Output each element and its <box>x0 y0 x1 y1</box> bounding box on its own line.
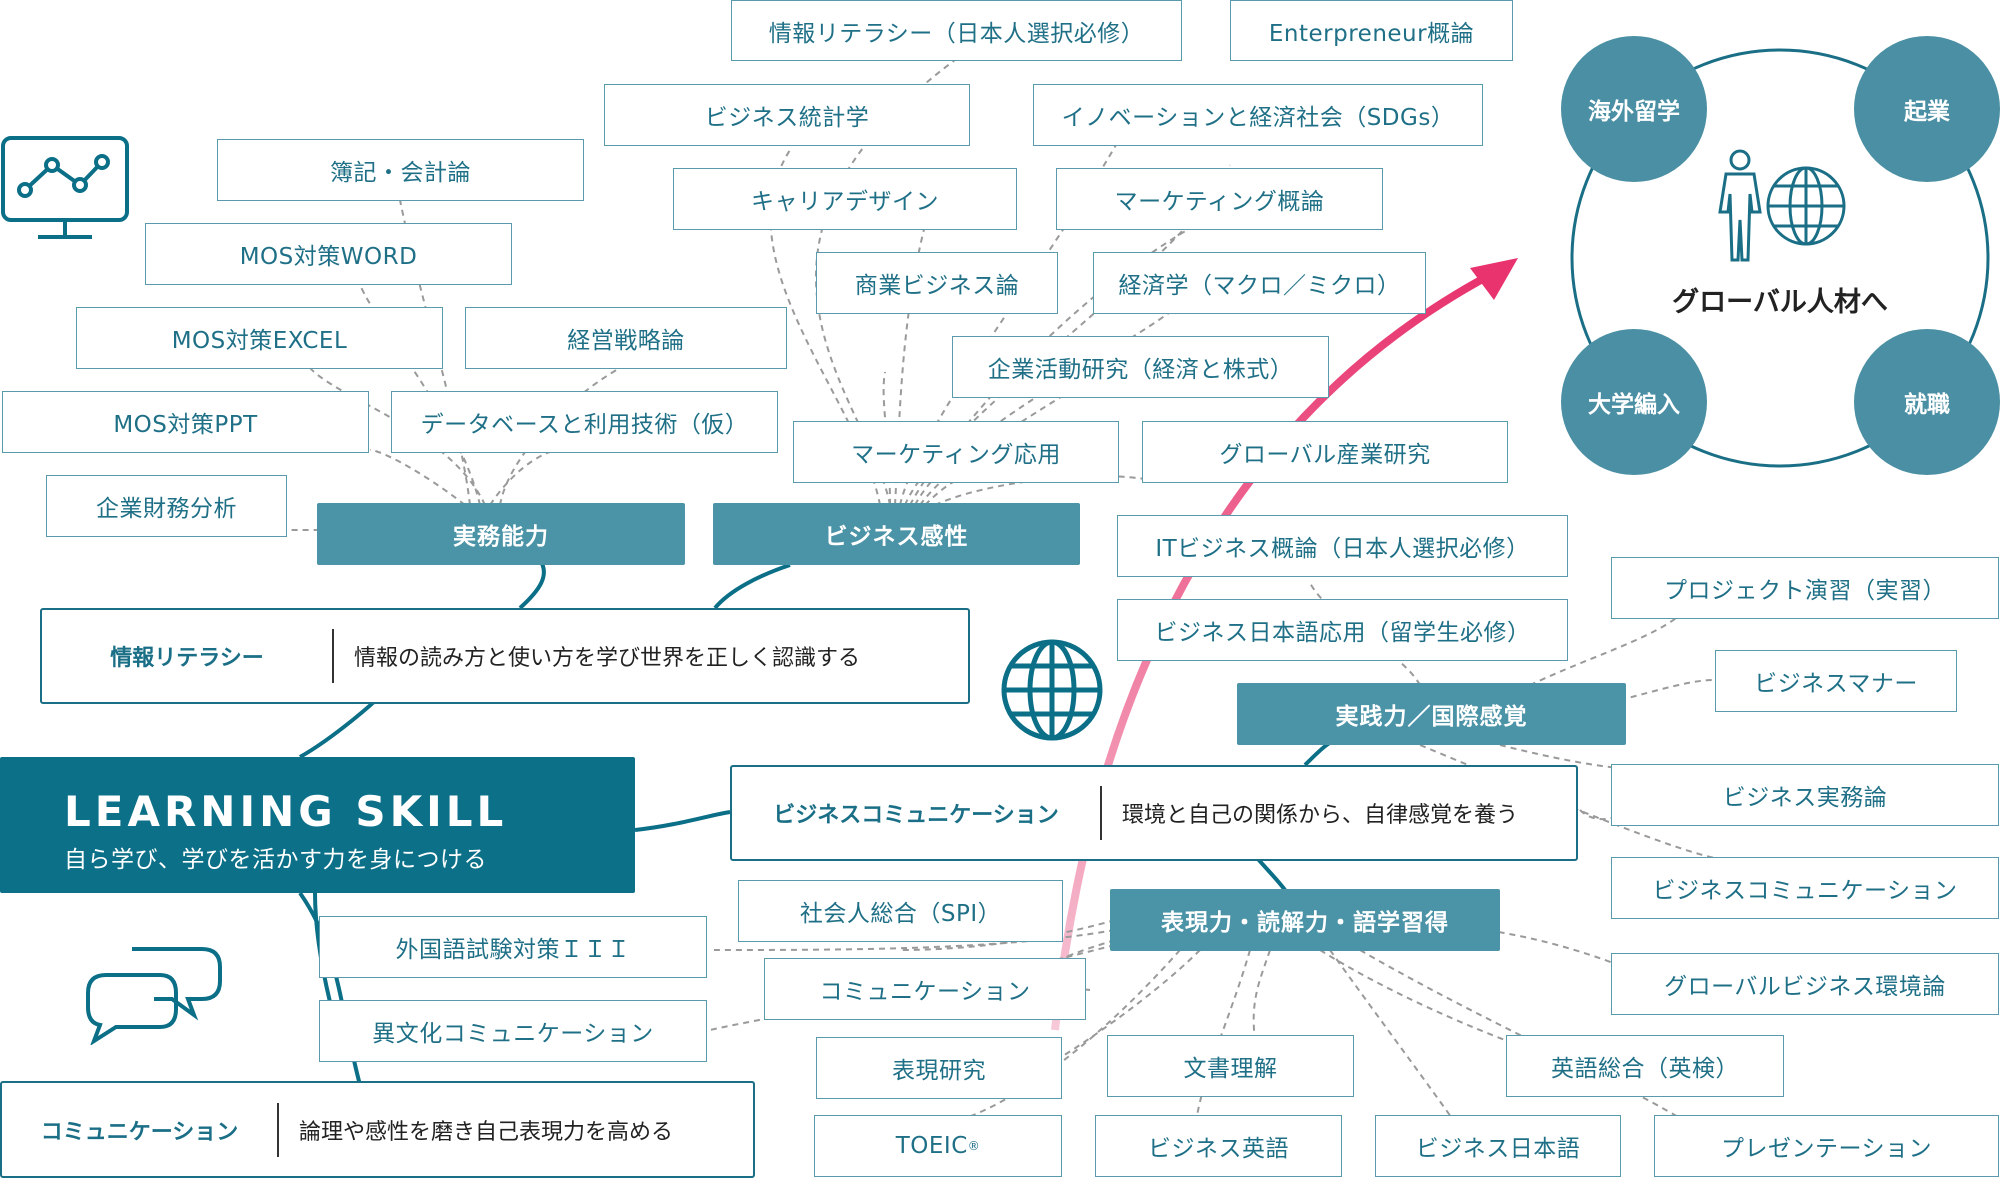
toeic-label: TOEIC <box>895 1133 968 1159</box>
monitor-chart-icon <box>0 135 130 245</box>
speech-bubbles-icon <box>84 945 224 1046</box>
main-subtitle: 自ら学び、学びを活かす力を身につける <box>64 847 487 873</box>
hub-hyogen-dokkai: 表現力・読解力・語学習得 <box>1110 889 1500 951</box>
course-bunsho-rikai: 文書理解 <box>1107 1035 1354 1097</box>
course-global-sangyo: グローバル産業研究 <box>1142 421 1508 483</box>
course-ibunka-communication: 異文化コミュニケーション <box>319 1000 707 1062</box>
course-keiei-senryaku: 経営戦略論 <box>465 307 787 369</box>
course-business-nihongo-oyo: ビジネス日本語応用（留学生必修） <box>1117 599 1568 661</box>
course-business-jitsumu: ビジネス実務論 <box>1611 764 1999 826</box>
course-marketing-gairon: マーケティング概論 <box>1056 168 1383 230</box>
person-globe-icon <box>1712 148 1848 264</box>
course-business-toukei: ビジネス統計学 <box>604 84 970 146</box>
course-shakaijin-sogo: 社会人総合（SPI） <box>738 880 1063 942</box>
course-presentation: プレゼンテーション <box>1654 1115 1999 1177</box>
course-shogyo-business: 商業ビジネス論 <box>816 252 1058 314</box>
globe-icon <box>1000 638 1104 742</box>
course-keizaigaku: 経済学（マクロ／ミクロ） <box>1093 252 1426 314</box>
category-description: 論理や感性を磨き自己表現力を高める <box>299 1119 674 1145</box>
category-divider <box>277 1102 279 1157</box>
course-gaikokugo-shiken: 外国語試験対策ＩＩＩ <box>319 916 707 978</box>
course-joho-literacy: 情報リテラシー（日本人選択必修） <box>731 0 1182 61</box>
category-communication: コミュニケーション 論理や感性を磨き自己表現力を高める <box>0 1081 755 1178</box>
category-title: ビジネスコミュニケーション <box>773 803 1059 828</box>
course-career-design: キャリアデザイン <box>673 168 1017 230</box>
category-divider <box>1100 786 1102 840</box>
course-business-communication: ビジネスコミュニケーション <box>1611 857 1999 919</box>
category-joho-literacy: 情報リテラシー 情報の読み方と使い方を学び世界を正しく認識する <box>40 608 970 704</box>
category-divider <box>332 629 334 683</box>
course-kigyo-zaimu: 企業財務分析 <box>46 475 287 537</box>
course-kigyo-katsudo: 企業活動研究（経済と株式） <box>952 336 1329 398</box>
outcome-kaigai-ryugaku: 海外留学 <box>1561 36 1707 182</box>
goal-title: グローバル人材へ <box>1672 287 1888 318</box>
category-description: 情報の読み方と使い方を学び世界を正しく認識する <box>354 646 861 671</box>
learning-skill-banner: LEARNING SKILL 自ら学び、学びを活かす力を身につける <box>0 757 635 893</box>
course-innovation: イノベーションと経済社会（SDGs） <box>1033 84 1483 146</box>
outcome-daigaku-hennyu: 大学編入 <box>1561 329 1707 475</box>
course-it-business: ITビジネス概論（日本人選択必修） <box>1117 515 1568 577</box>
category-business-communication: ビジネスコミュニケーション 環境と自己の関係から、自律感覚を養う <box>730 765 1578 861</box>
main-title: LEARNING SKILL <box>64 787 508 836</box>
category-title: コミュニケーション <box>40 1119 239 1145</box>
outcome-shushoku: 就職 <box>1854 329 2000 475</box>
category-title: 情報リテラシー <box>110 646 264 671</box>
course-database: データベースと利用技術（仮） <box>391 391 778 453</box>
hub-jitsumu-noryoku: 実務能力 <box>317 503 685 565</box>
hub-jissen-kokusai: 実践力／国際感覚 <box>1237 683 1626 745</box>
category-description: 環境と自己の関係から、自律感覚を養う <box>1122 803 1519 828</box>
course-entrepreneur: Enterpreneur概論 <box>1230 0 1513 61</box>
course-mos-excel: MOS対策EXCEL <box>76 307 443 369</box>
course-eigo-sogo: 英語総合（英検） <box>1506 1035 1784 1097</box>
registered-mark: ® <box>967 1139 981 1153</box>
course-mos-word: MOS対策WORD <box>145 223 512 285</box>
course-business-nihongo: ビジネス日本語 <box>1375 1115 1621 1177</box>
course-business-manner: ビジネスマナー <box>1715 650 1957 712</box>
course-business-eigo: ビジネス英語 <box>1095 1115 1342 1177</box>
outcome-kigyo: 起業 <box>1854 36 2000 182</box>
course-boki: 簿記・会計論 <box>217 139 584 201</box>
course-hyogen-kenkyu: 表現研究 <box>816 1037 1062 1099</box>
course-mos-ppt: MOS対策PPT <box>2 391 369 453</box>
hub-business-kansei: ビジネス感性 <box>713 503 1080 565</box>
course-project-enshu: プロジェクト演習（実習） <box>1611 557 1999 619</box>
course-marketing-oyo: マーケティング応用 <box>793 421 1119 483</box>
course-toeic: TOEIC® <box>814 1115 1062 1177</box>
course-global-business-kankyo: グローバルビジネス環境論 <box>1611 953 1999 1015</box>
course-communication: コミュニケーション <box>764 958 1086 1020</box>
